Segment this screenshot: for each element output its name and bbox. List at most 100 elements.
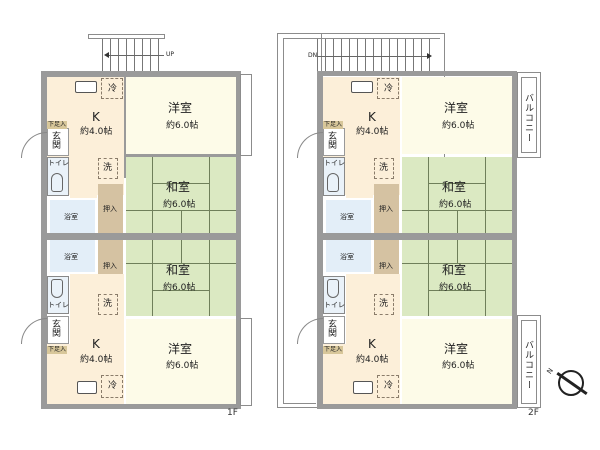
western-room-size: 約6.0帖 <box>442 121 475 131</box>
washer-space <box>98 294 118 315</box>
japanese-room <box>126 157 236 233</box>
bath-label: 浴室 <box>64 213 78 221</box>
washer-label: 洗 <box>103 163 113 173</box>
toilet-icon <box>51 173 63 192</box>
bathroom <box>326 240 371 272</box>
genkan-label: 玄関 <box>50 131 60 149</box>
bathroom <box>50 240 95 272</box>
kitchen-size: 約4.0帖 <box>356 127 389 137</box>
fridge-space <box>101 375 123 398</box>
door-swing <box>21 318 47 344</box>
compass-north-icon <box>556 370 588 396</box>
genkan <box>47 316 69 344</box>
shoe-box-label: 下足入 <box>47 346 68 354</box>
kitchen-size: 約4.0帖 <box>80 355 113 365</box>
fridge-label: 冷 <box>384 381 394 391</box>
shoe-box-label: 下足入 <box>323 346 344 354</box>
closet-label: 押入 <box>103 262 117 270</box>
washer-label: 洗 <box>379 163 389 173</box>
toilet-label: トイレ <box>48 301 69 309</box>
sink-icon <box>351 81 373 93</box>
sink-icon <box>75 81 97 93</box>
toilet-label: トイレ <box>324 159 345 167</box>
japanese-room-label: 和室 <box>442 180 467 194</box>
arrow-left-icon <box>104 52 109 58</box>
fridge-space <box>377 375 399 398</box>
compass-label: N <box>545 366 555 376</box>
balcony-label: バルコニー <box>523 93 533 143</box>
washer-space <box>98 158 118 179</box>
genkan-label: 玄関 <box>326 131 336 149</box>
western-room <box>402 77 512 154</box>
western-room <box>126 319 236 404</box>
fridge-label: 冷 <box>108 84 118 94</box>
kitchen-size: 約4.0帖 <box>80 127 113 137</box>
washer-space <box>374 158 394 179</box>
fridge-space <box>101 78 123 99</box>
washer-label: 洗 <box>379 299 389 309</box>
closet <box>374 184 399 233</box>
washer-space <box>374 294 394 315</box>
closet-label: 押入 <box>103 205 117 213</box>
stair-label: DN <box>308 52 318 59</box>
floor-label: 2F <box>528 408 539 418</box>
fridge-label: 冷 <box>384 84 394 94</box>
staircase <box>317 39 439 72</box>
kitchen-label: K <box>92 337 100 351</box>
western-room-label: 洋室 <box>444 342 469 356</box>
western-room-size: 約6.0帖 <box>442 361 475 371</box>
floor-plan-2f: DN K 約4.0帖 冷 洋室 約6.0帖 和室 約6.0帖 玄関 下足入 トイ… <box>270 0 600 450</box>
stair-label: UP <box>166 51 175 58</box>
japanese-room <box>402 240 512 316</box>
genkan-label: 玄関 <box>50 319 60 337</box>
japanese-room <box>126 240 236 316</box>
fridge-space <box>377 78 399 99</box>
sink-icon <box>77 381 97 394</box>
balcony-label: バルコニー <box>523 340 533 390</box>
genkan <box>323 316 345 344</box>
balcony: バルコニー <box>517 315 541 408</box>
kitchen-size: 約4.0帖 <box>356 355 389 365</box>
western-room-size: 約6.0帖 <box>166 121 199 131</box>
genkan-label: 玄関 <box>326 319 336 337</box>
japanese-room-size: 約6.0帖 <box>439 200 472 210</box>
kitchen-label: K <box>92 110 100 124</box>
western-room-size: 約6.0帖 <box>166 361 199 371</box>
bathroom <box>326 200 371 233</box>
japanese-room-label: 和室 <box>166 180 191 194</box>
fridge-label: 冷 <box>108 381 118 391</box>
western-room-label: 洋室 <box>168 101 193 115</box>
bath-label: 浴室 <box>340 213 354 221</box>
washer-label: 洗 <box>103 299 113 309</box>
western-room-label: 洋室 <box>444 101 469 115</box>
western-room <box>126 77 236 154</box>
bath-label: 浴室 <box>64 253 78 261</box>
japanese-room-size: 約6.0帖 <box>439 283 472 293</box>
floor-plan-1f: UP K 約4.0帖 冷 洋室 約6.0帖 和室 約6.0帖 玄関 下足入 ト <box>0 0 270 450</box>
toilet-icon <box>51 279 63 298</box>
japanese-room-size: 約6.0帖 <box>163 200 196 210</box>
closet-label: 押入 <box>379 262 393 270</box>
western-room-label: 洋室 <box>168 342 193 356</box>
door-swing <box>21 132 47 158</box>
shoe-box-label: 下足入 <box>47 121 68 129</box>
floor-label: 1F <box>227 408 238 418</box>
japanese-room-label: 和室 <box>442 263 467 277</box>
closet <box>98 184 123 233</box>
japanese-room-size: 約6.0帖 <box>163 283 196 293</box>
japanese-room <box>402 157 512 233</box>
japanese-room-label: 和室 <box>166 263 191 277</box>
kitchen-label: K <box>368 110 376 124</box>
arrow-right-icon <box>427 53 432 59</box>
toilet-label: トイレ <box>48 159 69 167</box>
balcony: バルコニー <box>517 72 541 158</box>
kitchen-label: K <box>368 337 376 351</box>
bath-label: 浴室 <box>340 253 354 261</box>
toilet-icon <box>327 173 339 192</box>
bathroom <box>50 200 95 233</box>
toilet-label: トイレ <box>324 301 345 309</box>
sink-icon <box>353 381 373 394</box>
western-room <box>402 319 512 404</box>
shoe-box-label: 下足入 <box>323 121 344 129</box>
toilet-icon <box>327 279 339 298</box>
